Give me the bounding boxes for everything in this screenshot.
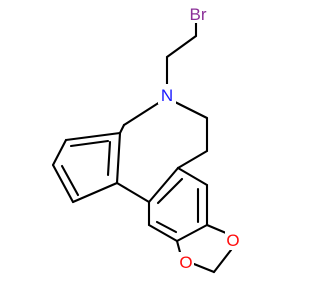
bond-ch2-arene <box>176 149 209 170</box>
bond-bz-5 <box>64 131 122 142</box>
o1-label-bg <box>178 252 194 272</box>
bond-bz-1 <box>115 131 122 185</box>
br-label-bg <box>183 3 213 23</box>
bond-bz-inner-a <box>106 140 112 177</box>
nitrogen-atom-label: N <box>161 86 173 105</box>
bond-o1-ch2 <box>192 262 216 274</box>
bond-bz-inner-b <box>60 164 80 197</box>
bond-ar-6 <box>176 166 209 187</box>
bond-ar-1 <box>147 166 180 204</box>
oxygen-atom-label-left: O <box>179 253 192 272</box>
oxygen-atom-label-right: O <box>226 231 239 250</box>
bond-ch2-benzo <box>118 123 126 135</box>
bond-biaryl <box>115 181 151 204</box>
molecule-drawing: Br N O O <box>51 3 241 274</box>
bond-bz-4 <box>51 138 68 167</box>
bromine-atom-label: Br <box>190 5 207 24</box>
bond-c1-c2 <box>165 34 198 59</box>
bond-ar-3 <box>147 223 179 243</box>
bond-bz-2 <box>71 181 119 204</box>
bond-ar-o2 <box>205 223 228 235</box>
bond-bz-inner-c <box>69 139 110 148</box>
bond-lines <box>51 19 233 274</box>
o2-label-bg <box>225 230 241 250</box>
bond-n-ch2-left <box>122 100 162 127</box>
bond-ch2-o2 <box>212 248 233 274</box>
bond-bz-3 <box>51 163 75 204</box>
atom-labels: Br N O O <box>158 3 241 272</box>
n-label-bg <box>158 84 176 104</box>
bond-n-ch2-right <box>173 100 209 120</box>
bond-ar-inner-a <box>156 177 184 205</box>
bond-ar-inner-b <box>155 220 178 234</box>
bond-ar-4 <box>175 223 209 243</box>
structure-canvas: Br N O O <box>51 3 241 274</box>
